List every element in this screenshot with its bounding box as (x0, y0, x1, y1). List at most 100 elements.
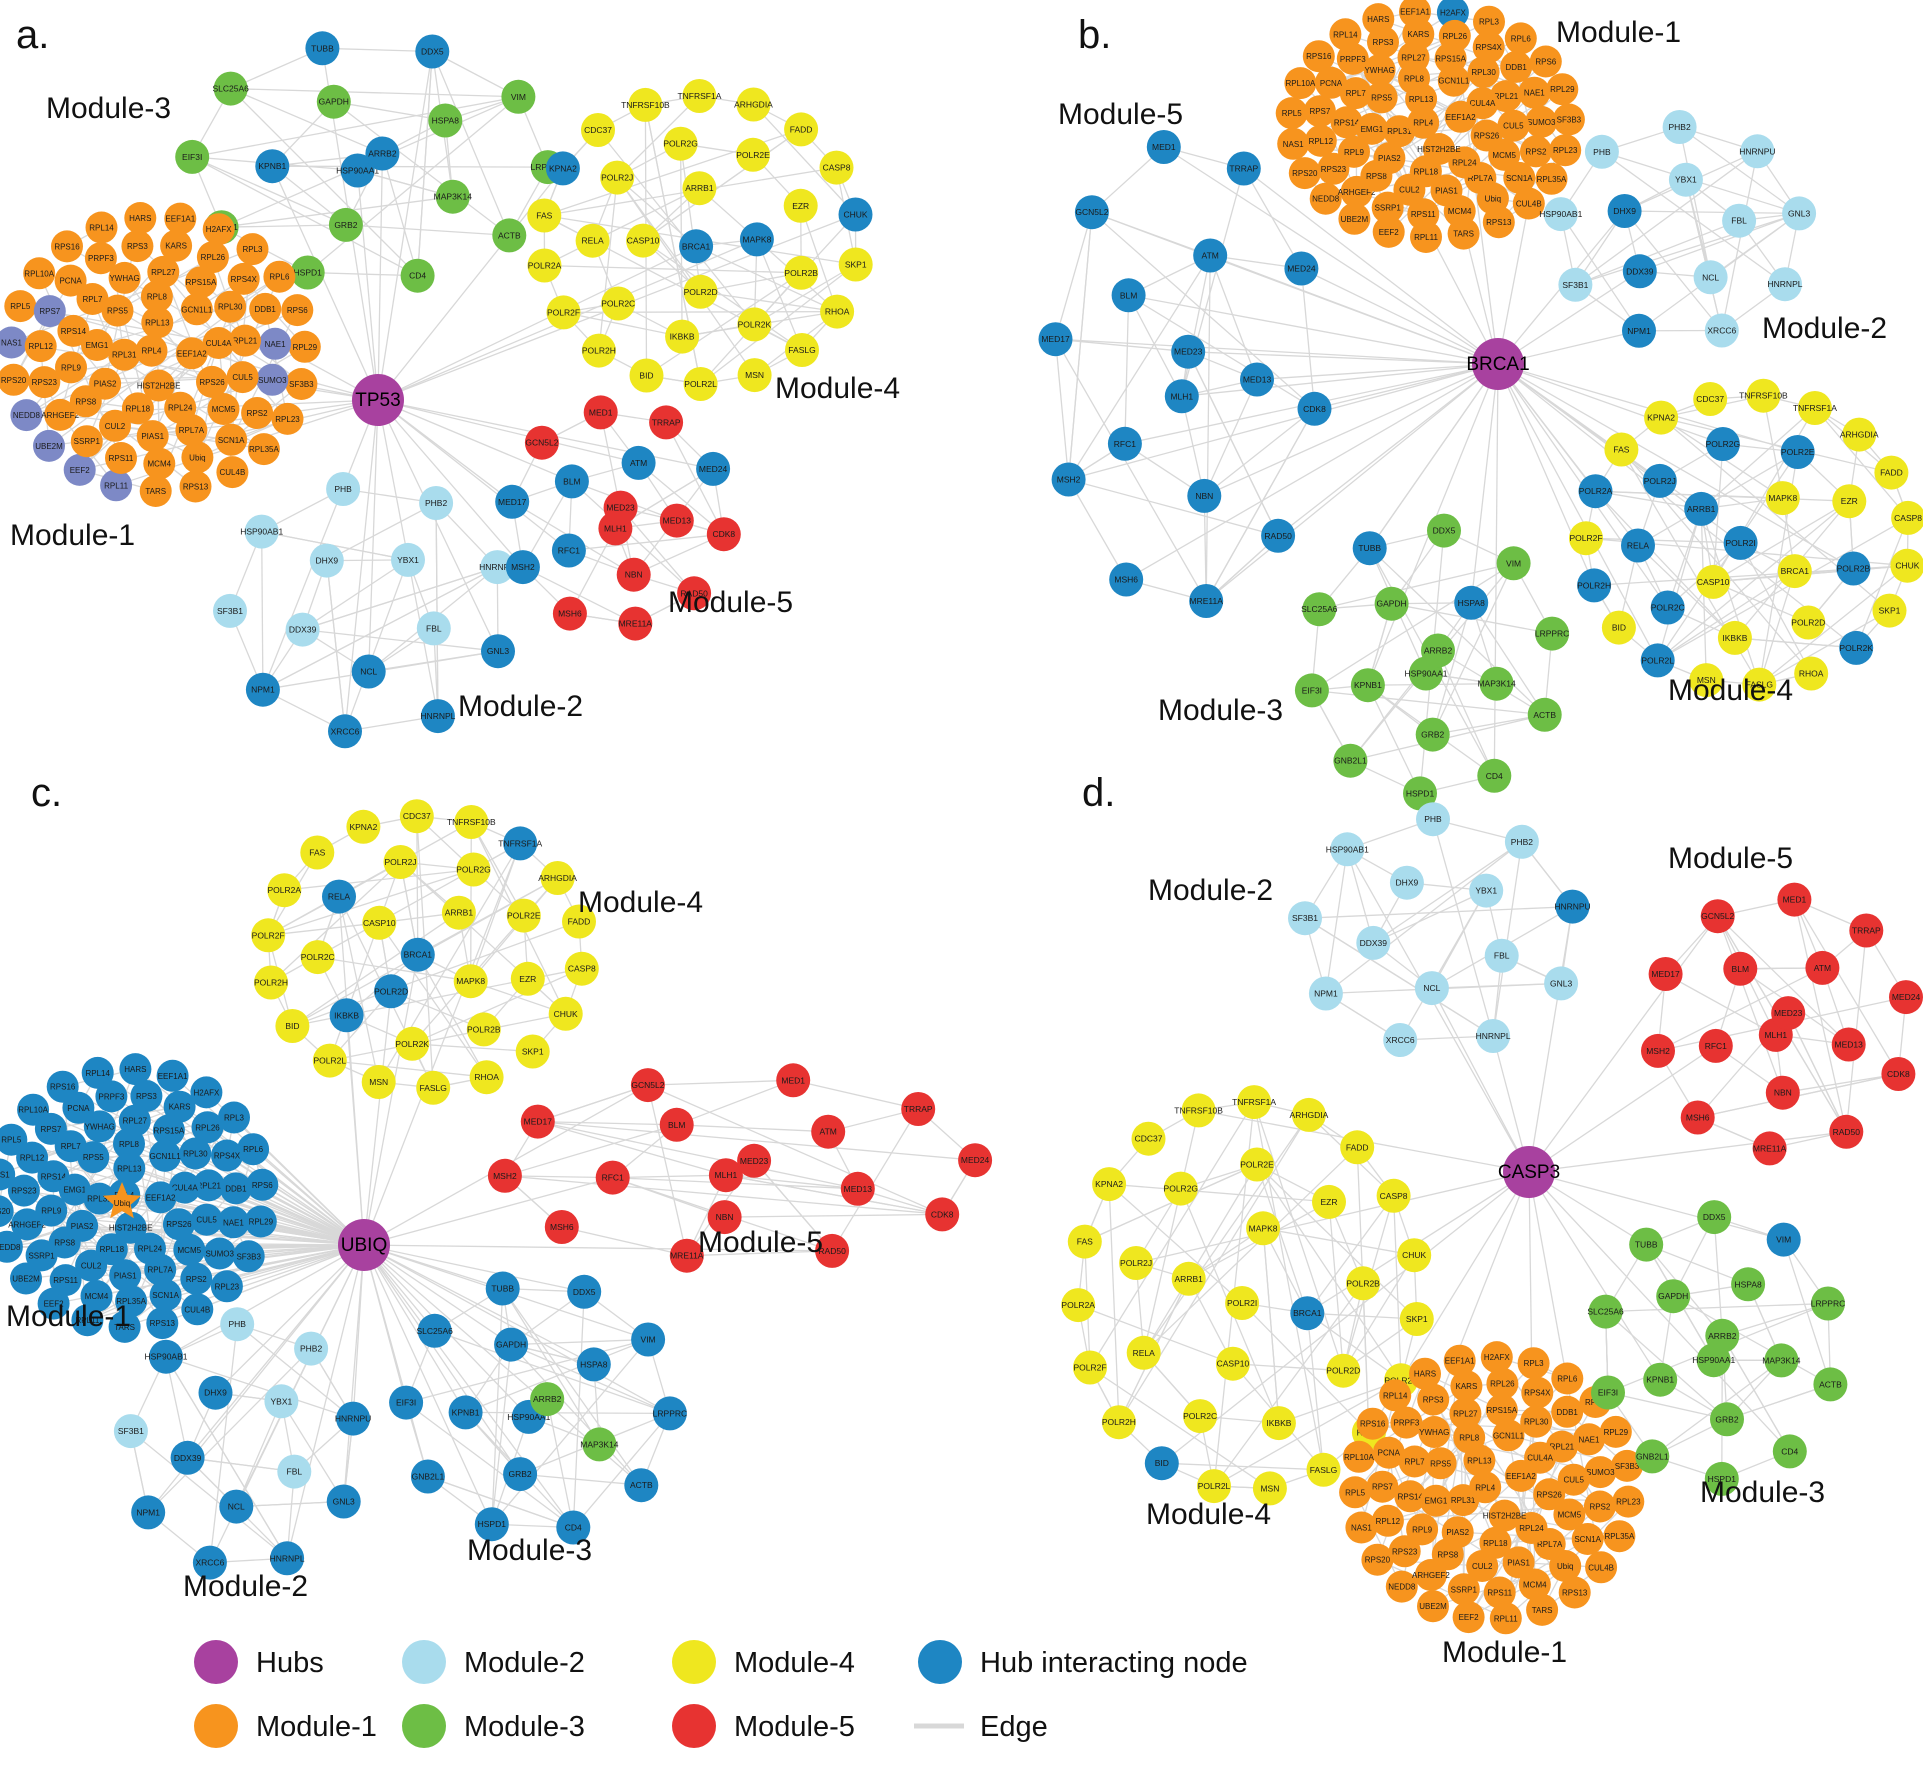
node-label: IKBKB (1722, 633, 1747, 643)
hub-edge (187, 1244, 365, 1459)
node-label: RPL13 (1409, 95, 1434, 104)
node-MSH6 (1109, 562, 1144, 597)
node-NBN (707, 1200, 742, 1235)
node-label: YBX1 (271, 1396, 293, 1406)
node-BLM (554, 464, 589, 499)
node-label: PRPF3 (99, 1092, 125, 1101)
node-EZR (783, 188, 818, 223)
edge (647, 1084, 688, 1256)
node-label: MED17 (498, 497, 527, 507)
edge (1128, 294, 1183, 397)
node-label: PHB (1424, 814, 1442, 824)
node-label: EMG1 (1361, 125, 1384, 134)
edge (236, 1323, 354, 1420)
node-label: CHUK (1895, 561, 1919, 571)
node-MCM5 (173, 1233, 206, 1266)
hub-edge (1161, 1171, 1530, 1464)
edge (561, 1226, 687, 1257)
node-ARHGEF2 (11, 1208, 44, 1241)
node-TNFRSF1A (1237, 1085, 1272, 1120)
node-RPL27 (147, 255, 180, 288)
node-label: NEDD8 (13, 411, 41, 420)
node-HSPA8 (576, 1347, 611, 1382)
hub-edge (1497, 203, 1530, 365)
node-label: RPL26 (201, 253, 226, 262)
node-RPS13 (1558, 1576, 1591, 1609)
hub-TP53 (352, 374, 404, 426)
node-POLR2A (267, 873, 302, 908)
node-label: ARHGEF2 (1412, 1571, 1450, 1580)
node-label: FADD (790, 124, 813, 134)
node-LRPPRC (1535, 616, 1570, 651)
node-HARS (119, 1053, 152, 1086)
node-BRCA1 (1290, 1296, 1325, 1331)
node-SF3B1 (1558, 267, 1593, 302)
node-RPL35A (247, 433, 280, 466)
node-label: PHB2 (300, 1344, 322, 1354)
edge (221, 224, 346, 228)
hub-edge (1528, 1171, 1661, 1381)
node-label: GCN5L2 (525, 438, 558, 448)
hub-edge (377, 245, 697, 401)
edge (329, 1059, 487, 1078)
node-EIF3I (1591, 1375, 1625, 1410)
node-label: HNRNPL (1768, 279, 1803, 289)
node-GRB2 (328, 207, 363, 242)
edge (1722, 1302, 1829, 1337)
node-label: HARS (1414, 1370, 1436, 1379)
edge (302, 559, 409, 631)
node-label: HSP90AA1 (1692, 1355, 1735, 1365)
node-CDC37 (1693, 382, 1728, 416)
node-HNRNPU (1555, 889, 1590, 924)
node-CUL4A (168, 1171, 201, 1204)
node-label: RPL5 (1345, 1488, 1366, 1497)
node-SF3B1 (213, 593, 247, 628)
hub-edge (1205, 363, 1499, 602)
node-label: DDX39 (289, 625, 317, 635)
node-label: CUL5 (196, 1216, 217, 1225)
node-label: HSP90AB1 (240, 527, 283, 537)
node-RPL31 (83, 1182, 116, 1215)
node-RPL7 (1398, 1445, 1431, 1478)
node-POLR2A (527, 248, 562, 283)
node-label: SF3B3 (1557, 116, 1582, 125)
node-label: UBE2M (12, 1275, 40, 1284)
edge (1306, 1313, 1325, 1470)
node-BRCA1 (1777, 554, 1812, 589)
node-TNFRSF10B (1746, 378, 1781, 413)
node-RPS16 (51, 230, 83, 263)
node-label: POLR2J (1120, 1258, 1152, 1268)
node-FBL (1484, 938, 1519, 973)
edge (1091, 211, 1315, 410)
node-label: SSRP1 (1375, 204, 1402, 213)
node-MED1 (1777, 882, 1812, 917)
edge (1203, 408, 1315, 497)
node-RPS11 (105, 442, 137, 474)
node-label: RPS11 (1487, 1589, 1512, 1598)
node-PHB (220, 1307, 255, 1342)
node-label: RPS14 (1334, 118, 1360, 127)
node-RPS11 (1407, 198, 1440, 231)
node-RPL11 (100, 469, 133, 502)
node-label: CDC37 (403, 811, 431, 821)
hub-edge (377, 399, 639, 464)
node-label: TARS (1453, 230, 1474, 239)
node-label: RPS6 (1535, 58, 1556, 67)
node-RPL12 (24, 330, 57, 363)
node-GCN1L1 (180, 293, 213, 326)
edge (329, 1013, 566, 1062)
node-label: FASLG (1746, 680, 1773, 690)
node-label: ARHGDIA (1840, 430, 1879, 440)
hub-edge (1497, 270, 1641, 365)
edge (91, 1264, 197, 1280)
node-MAPK8 (1246, 1211, 1281, 1246)
node-label: HSPA8 (580, 1359, 608, 1369)
node-SKP1 (1872, 593, 1907, 628)
edge (572, 1291, 585, 1528)
node-label: POLR2F (252, 930, 285, 940)
node-RPS2 (1520, 135, 1552, 168)
node-MED17 (1038, 322, 1073, 357)
node-IKBKB (665, 319, 700, 354)
edge (1595, 490, 1736, 639)
node-MED1 (1146, 130, 1181, 164)
